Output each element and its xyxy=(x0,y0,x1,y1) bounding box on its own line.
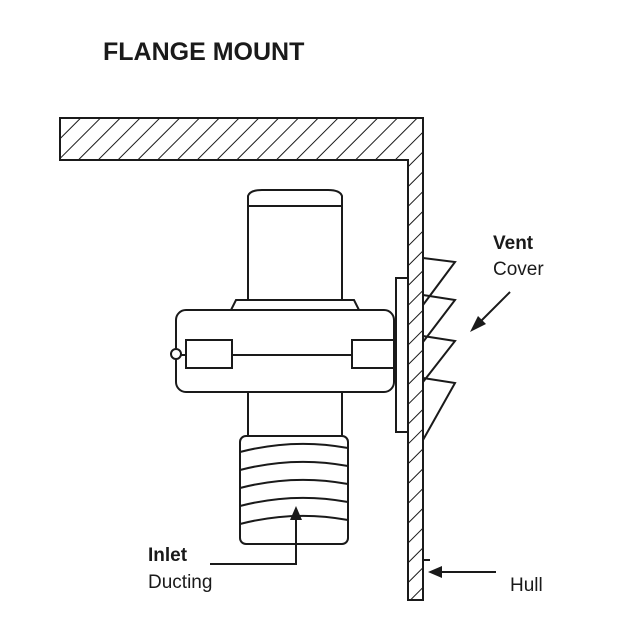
hull-wall xyxy=(59,117,430,601)
hull-leader xyxy=(428,566,496,578)
blower-motor xyxy=(228,189,362,313)
inlet-ducting-hose xyxy=(239,435,349,545)
vent-cover xyxy=(422,257,457,441)
hull-label: Hull xyxy=(510,575,543,596)
inlet-label-bold: Inlet xyxy=(148,545,188,566)
inlet-label-regular: Ducting xyxy=(148,572,212,593)
housing-neck xyxy=(247,391,343,437)
vent-label-bold: Vent xyxy=(493,233,534,254)
mounting-flange-plate xyxy=(395,277,409,433)
flange-housing xyxy=(170,309,395,393)
diagram-title: FLANGE MOUNT xyxy=(103,38,304,66)
vent-cover-leader xyxy=(470,291,511,332)
inlet-ducting-leader xyxy=(210,506,302,565)
vent-label-regular: Cover xyxy=(493,259,544,280)
